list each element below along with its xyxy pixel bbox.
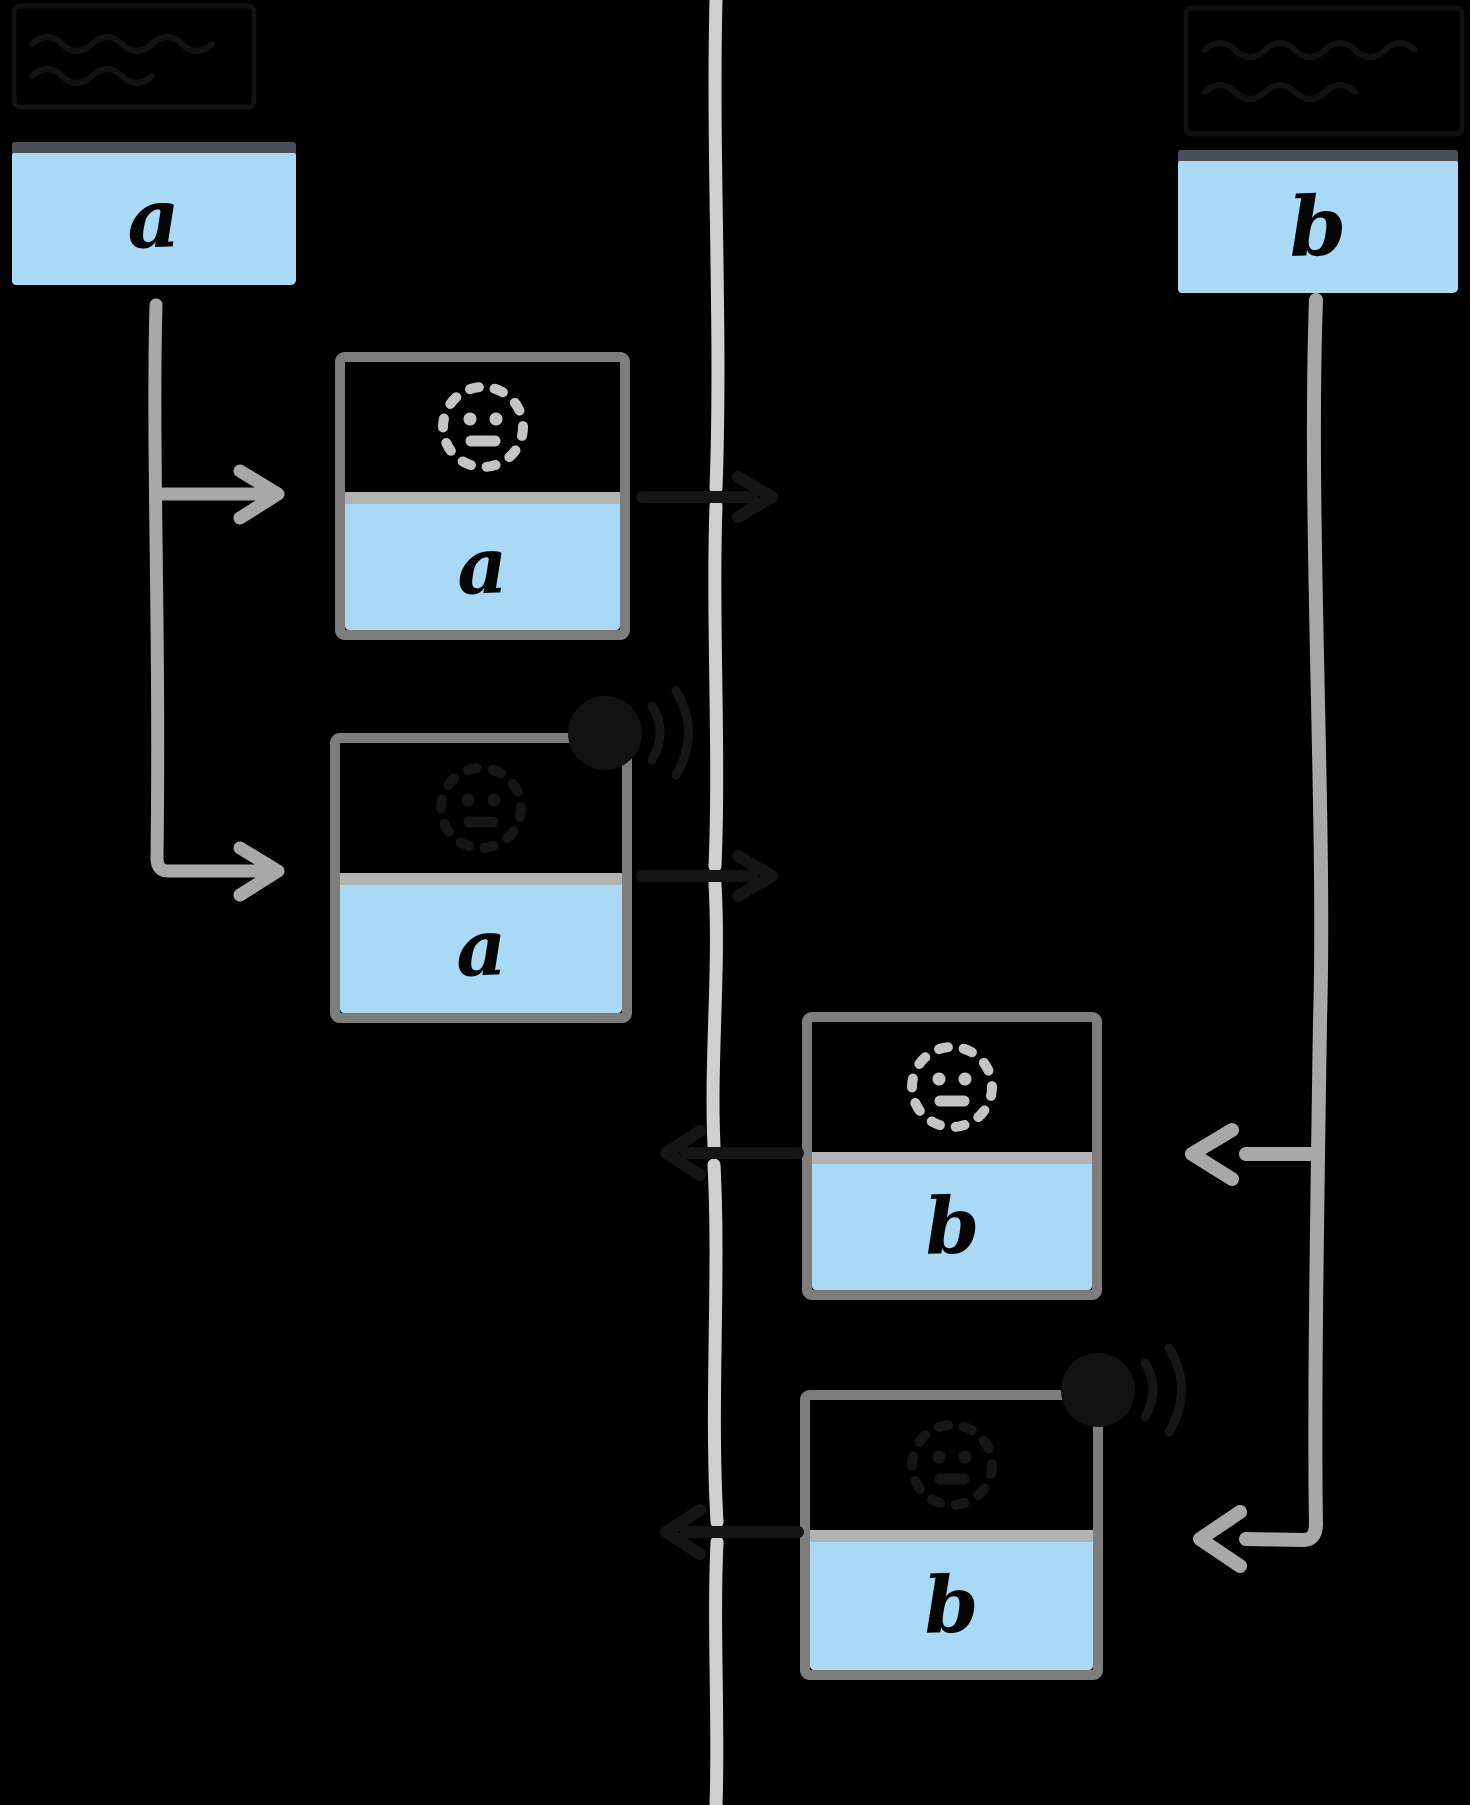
message-box-b-pending: b [802, 1012, 1102, 1300]
timeline [706, 0, 725, 1805]
message-box-a-delivered: a [330, 733, 632, 1023]
process-b-header-strip [1178, 150, 1458, 163]
process-b-letter: b [1287, 178, 1349, 276]
message-a-pending-letter: a [455, 520, 510, 613]
connector-process-b [1185, 293, 1329, 1573]
hidden-arrow-a-pending [636, 471, 778, 523]
process-a-header-scribble [11, 3, 257, 110]
hidden-arrow-a-delivered [636, 850, 778, 902]
arrow-into-message-a-delivered [233, 841, 285, 902]
message-box-b-delivered: b [800, 1390, 1103, 1680]
process-b-header-scribble [1183, 5, 1465, 137]
message-b-delivered-letter: b [922, 1559, 981, 1652]
hidden-crossing-arrows [636, 471, 804, 1560]
message-a-pending-separator [345, 492, 620, 504]
arrow-into-message-b-pending [1185, 1123, 1239, 1186]
message-a-delivered-letter: a [454, 902, 508, 995]
dark-smiley-icon [906, 1420, 997, 1510]
process-a-header-strip [12, 142, 296, 155]
message-box-a-pending: a [335, 352, 630, 640]
message-b-pending-icon-area [812, 1022, 1092, 1152]
hidden-arrow-b-pending [660, 1125, 804, 1181]
process-a-letter: a [125, 170, 183, 268]
process-b-body: b [1178, 161, 1458, 293]
process-a-box: a [12, 142, 296, 285]
message-b-delivered-body: b [810, 1542, 1093, 1670]
process-a-body: a [12, 153, 296, 285]
message-a-delivered-separator [340, 873, 622, 885]
arrow-into-message-a-pending [233, 464, 285, 525]
message-a-pending-body: a [345, 504, 620, 630]
message-b-pending-letter: b [923, 1180, 981, 1273]
arrow-into-message-b-delivered [1193, 1505, 1247, 1573]
dashed-smiley-icon [907, 1042, 997, 1132]
message-b-delivered-icon-area [810, 1400, 1093, 1530]
process-b-box: b [1178, 150, 1458, 293]
message-b-pending-body: b [812, 1164, 1092, 1290]
connector-process-a [148, 298, 285, 902]
dashed-smiley-icon [437, 382, 528, 472]
message-b-pending-separator [812, 1152, 1092, 1164]
dark-smiley-icon [436, 763, 526, 853]
message-b-delivered-separator [810, 1530, 1093, 1542]
hidden-arrow-b-delivered [660, 1504, 804, 1560]
message-a-delivered-body: a [340, 885, 622, 1013]
message-a-delivered-icon-area [340, 743, 622, 873]
message-a-pending-icon-area [345, 362, 620, 492]
